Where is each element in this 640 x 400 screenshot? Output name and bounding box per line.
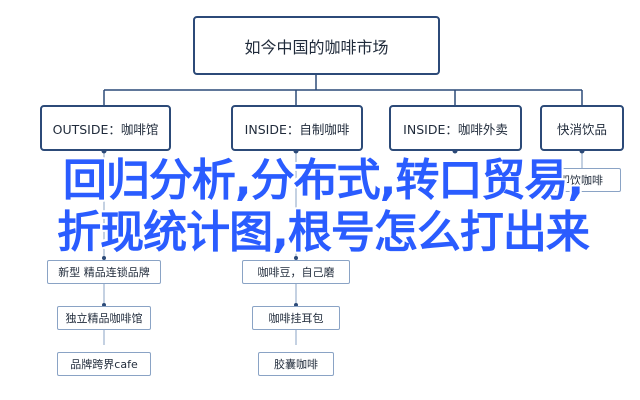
- leaf-new-chain: 新型 精品连锁品牌: [47, 260, 161, 284]
- branch-node-fmcg: 快消饮品: [540, 105, 624, 151]
- leaf-ready-to-drink: 即饮咖啡: [541, 168, 621, 192]
- leaf-independent-cafe: 独立精品咖啡馆: [57, 306, 151, 330]
- branch-node-inside-diy: INSIDE：自制咖啡: [231, 105, 363, 151]
- root-node: 如今中国的咖啡市场: [193, 16, 440, 75]
- branch-node-outside-cafe: OUTSIDE：咖啡馆: [40, 105, 171, 151]
- leaf-grind-beans: 咖啡豆，自己磨: [242, 260, 350, 284]
- overlay-line-2: 折现统计图,根号怎么打出来: [57, 207, 590, 258]
- dot: [102, 256, 106, 260]
- branch-node-inside-delivery: INSIDE：咖啡外卖: [389, 105, 522, 151]
- overlay-line-1: 回归分析,分布式,转口贸易,: [62, 155, 584, 206]
- leaf-capsule: 胶囊咖啡: [258, 352, 334, 376]
- leaf-drip-bag: 咖啡挂耳包: [252, 306, 340, 330]
- overlay-caption: 回归分析,分布式,转口贸易, 折现统计图,根号怎么打出来: [8, 155, 638, 259]
- leaf-crossover-cafe: 品牌跨界cafe: [57, 352, 151, 376]
- dot: [294, 256, 298, 260]
